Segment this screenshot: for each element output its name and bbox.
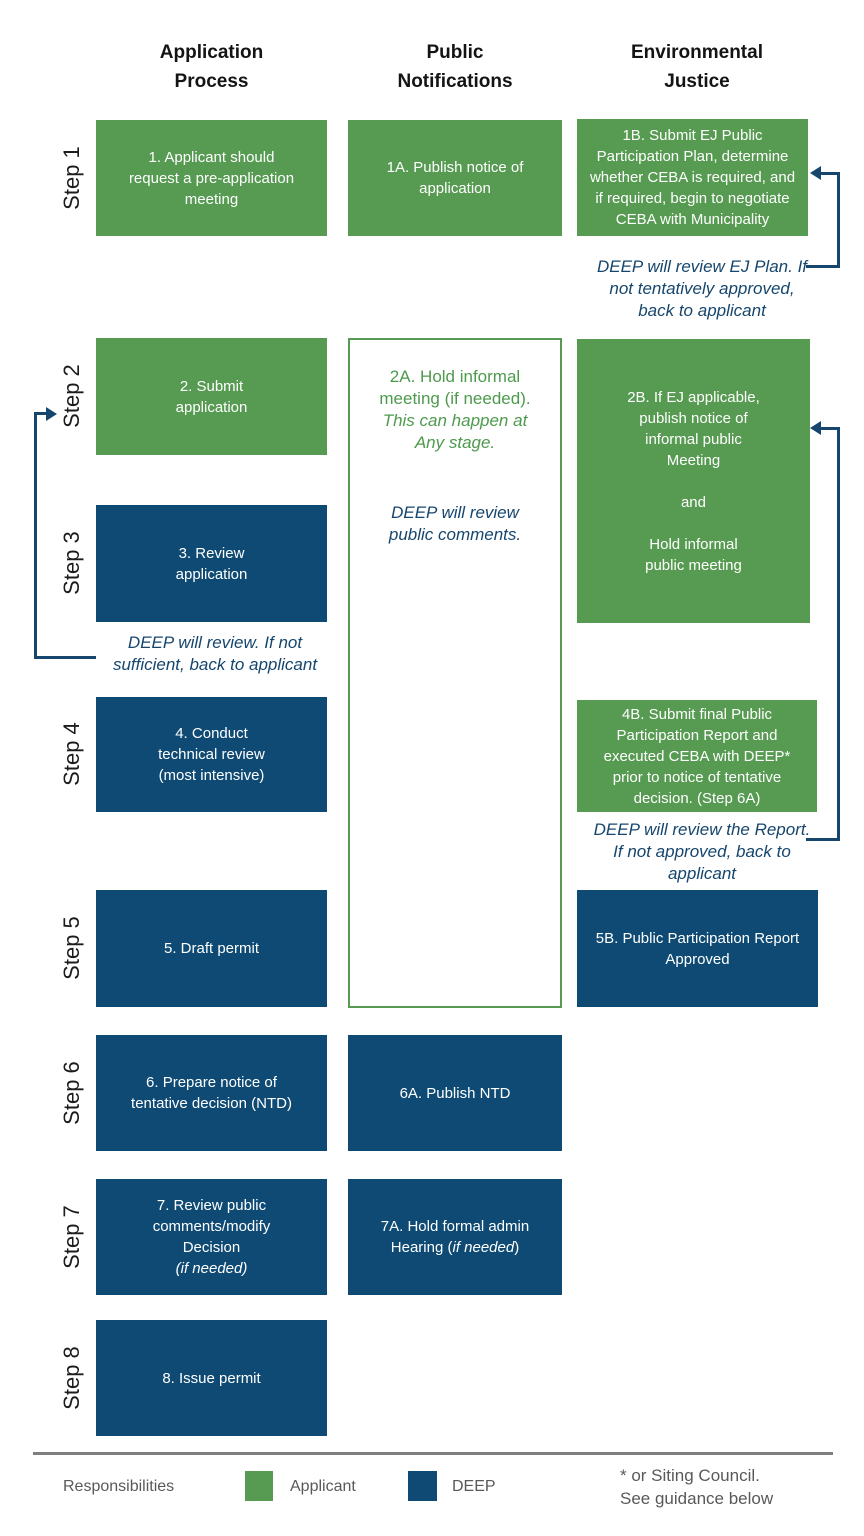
box-step1-pre-application-meeting: 1. Applicant should request a pre-applic… (96, 120, 327, 236)
arrow-segment (34, 412, 48, 415)
box-7a-line2: Hearing (if needed) (390, 1239, 520, 1256)
box-step5-draft-permit: 5. Draft permit (96, 890, 327, 1007)
legend-label-deep: DEEP (452, 1478, 496, 1495)
legend-divider (33, 1452, 833, 1455)
arrow-segment (821, 427, 840, 430)
step-label-2: Step 2 (59, 364, 84, 428)
arrow-segment (837, 427, 840, 841)
column-header-application-process: Application Process (159, 42, 264, 92)
box-2a-text: 2A. Hold informal meeting (if needed). (379, 367, 531, 408)
step-label-6: Step 6 (59, 1061, 84, 1125)
column-header-environmental-justice: Environmental Justice (631, 42, 763, 92)
step-label-3: Step 3 (59, 531, 84, 595)
box-step8-issue-permit: 8. Issue permit (96, 1320, 327, 1436)
legend-swatch-deep (408, 1471, 437, 1501)
box-6a-publish-ntd: 6A. Publish NTD (348, 1035, 562, 1151)
box-7a-formal-hearing: 7A. Hold formal admin Hearing (if needed… (348, 1179, 562, 1295)
box-2a-deep-review-note: DEEP will review public comments. (388, 503, 522, 544)
box-1a-publish-notice: 1A. Publish notice of application (348, 120, 562, 236)
note-deep-review-application: DEEP will review. If not sufficient, bac… (112, 633, 318, 674)
step-label-1: Step 1 (59, 146, 84, 210)
box-step4-technical-review: 4. Conduct technical review (most intens… (96, 697, 327, 812)
box-step6-prepare-ntd: 6. Prepare notice of tentative decision … (96, 1035, 327, 1151)
note-deep-review-report: DEEP will review the Report. If not appr… (593, 820, 811, 883)
arrow-segment (806, 838, 840, 841)
box-step3-review-application: 3. Review application (96, 505, 327, 622)
arrow-segment (806, 265, 840, 268)
box-4b-final-participation-report: 4B. Submit final Public Participation Re… (577, 700, 817, 812)
box-1b-ej-participation-plan: 1B. Submit EJ Public Participation Plan,… (577, 119, 808, 236)
note-deep-review-ej-plan: DEEP will review EJ Plan. If not tentati… (596, 257, 808, 320)
arrowhead-left-icon (810, 166, 821, 180)
step-label-8: Step 8 (59, 1346, 84, 1410)
legend-label-applicant: Applicant (290, 1478, 356, 1495)
column-header-public-notifications: Public Notifications (397, 42, 513, 92)
legend-swatch-applicant (245, 1471, 273, 1501)
box-5b-report-approved: 5B. Public Participation Report Approved (577, 890, 818, 1007)
box-step7-if-needed: (if needed) (175, 1260, 248, 1277)
step-label-7: Step 7 (59, 1205, 84, 1269)
box-step7-review-comments: 7. Review public comments/modify Decisio… (96, 1179, 327, 1295)
arrow-segment (837, 172, 840, 268)
box-2b-informal-public-meeting: 2B. If EJ applicable, publish notice of … (577, 339, 810, 623)
box-step7-text: 7. Review public comments/modify Decisio… (152, 1197, 271, 1256)
box-7a-line1: 7A. Hold formal admin (380, 1218, 530, 1235)
box-2a-informal-meeting: 2A. Hold informal meeting (if needed). T… (348, 338, 562, 1008)
arrow-segment (821, 172, 840, 175)
step-label-5: Step 5 (59, 916, 84, 980)
box-step2-submit-application: 2. Submit application (96, 338, 327, 455)
arrow-segment (34, 412, 37, 659)
step-label-4: Step 4 (59, 722, 84, 786)
legend-title: Responsibilities (63, 1478, 175, 1495)
arrowhead-right-icon (46, 407, 57, 421)
siting-council-footnote: * or Siting Council. See guidance below (620, 1466, 774, 1508)
box-2a-any-stage-note: This can happen at Any stage. (382, 411, 528, 452)
arrow-segment (34, 656, 96, 659)
arrowhead-left-icon (810, 421, 821, 435)
